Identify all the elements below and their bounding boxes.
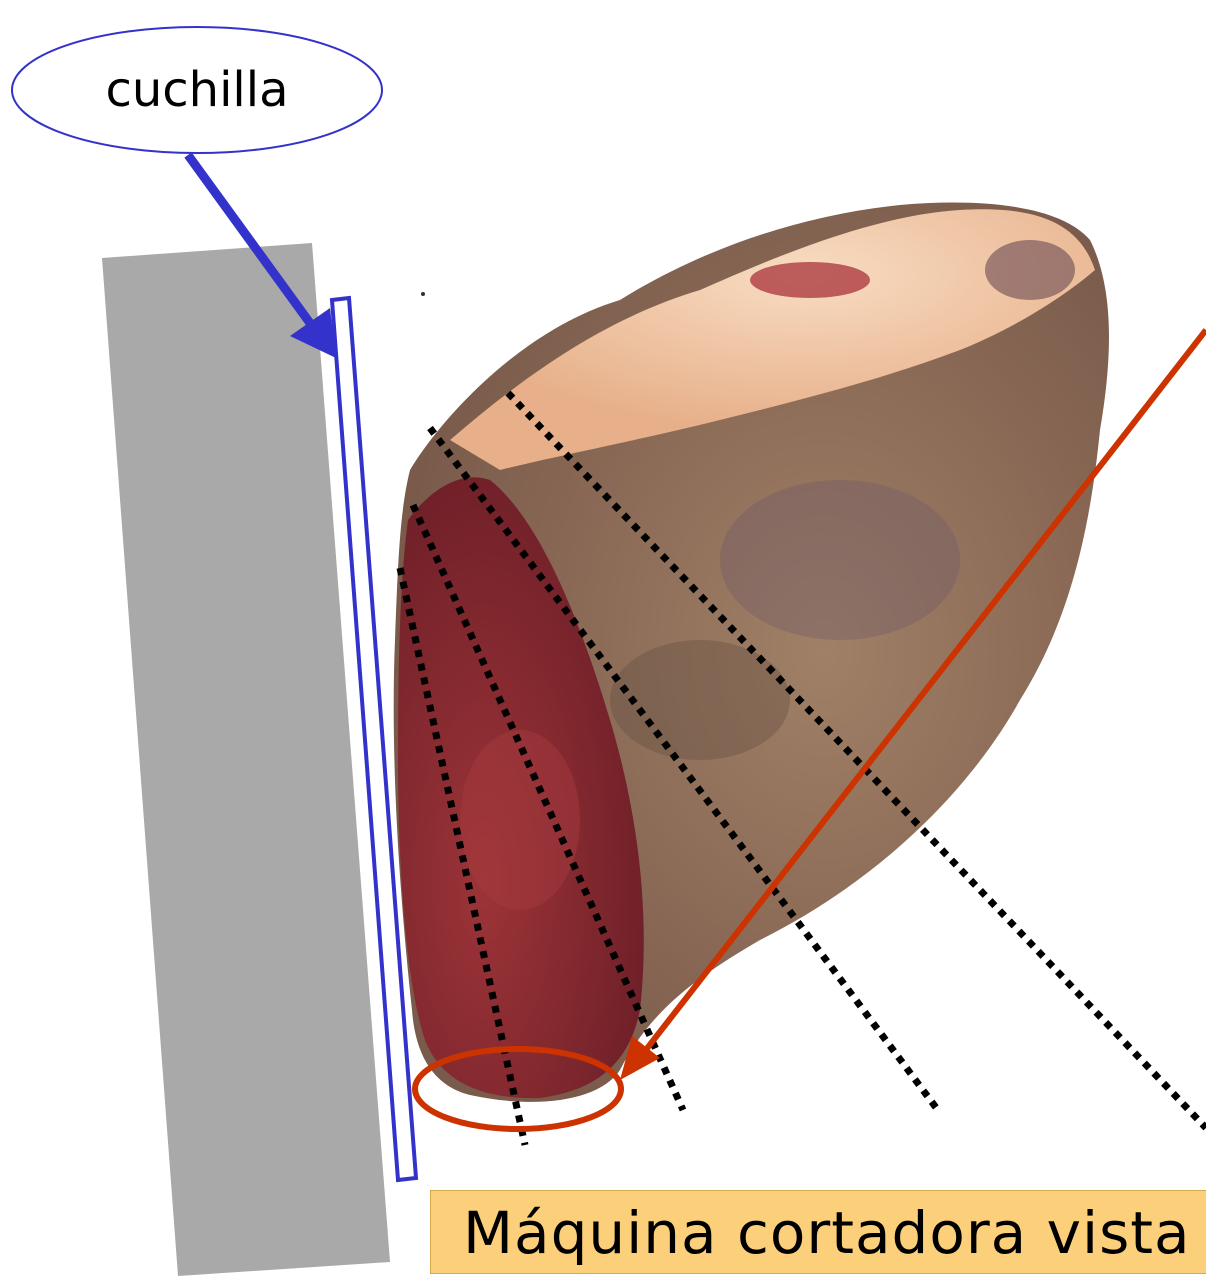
slicer-machine-body [102, 243, 390, 1276]
caption-text: Máquina cortadora vista de [463, 1199, 1206, 1267]
callout-label: cuchilla [12, 50, 382, 130]
stray-dot [421, 292, 425, 296]
caption-box: Máquina cortadora vista de [430, 1190, 1206, 1274]
